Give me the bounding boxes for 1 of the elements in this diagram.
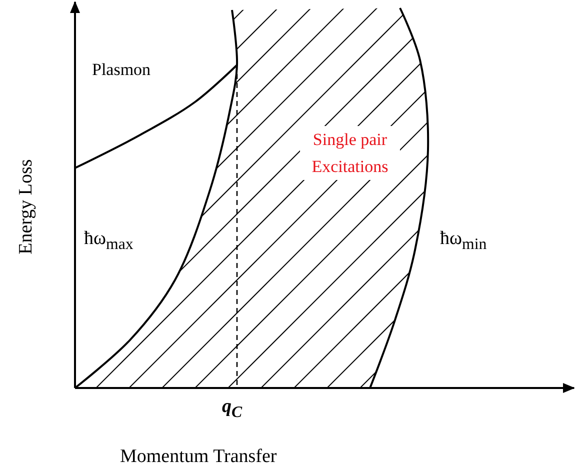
region-label: Single pair Excitations — [300, 126, 400, 180]
